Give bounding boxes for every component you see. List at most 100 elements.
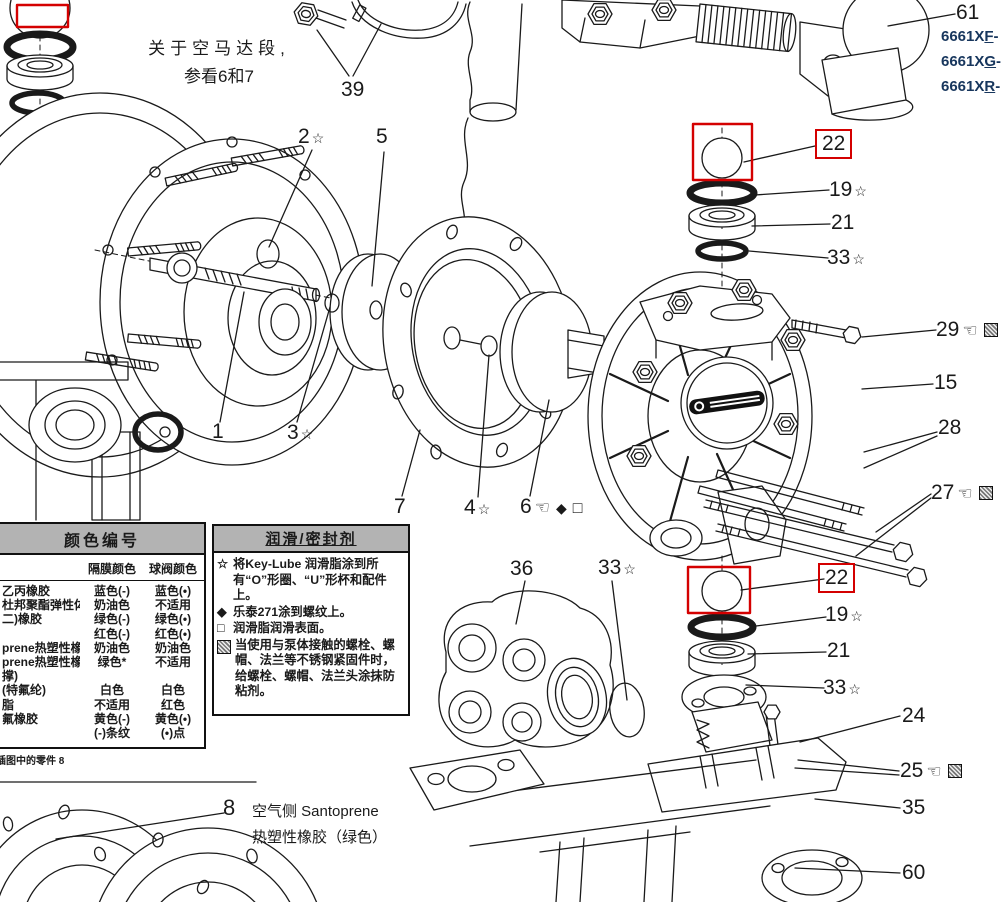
o-ring-33-mid bbox=[609, 682, 645, 738]
table-row: (-)条纹(•)点 bbox=[94, 726, 186, 741]
muffler-61 bbox=[821, 0, 930, 121]
diamond-icon: ◆ bbox=[555, 500, 567, 516]
part-number: 4 bbox=[464, 496, 476, 519]
part-number: 19 bbox=[825, 603, 849, 626]
part-number: 33 bbox=[598, 556, 622, 579]
part-number: 39 bbox=[341, 78, 365, 101]
part-number: 1 bbox=[212, 420, 224, 443]
callout-5: 5 bbox=[376, 126, 388, 147]
callout-27: 27☜ bbox=[931, 482, 993, 503]
table-row: 红色(-)红色(•) bbox=[94, 626, 192, 641]
callout-25: 25☜ bbox=[900, 760, 962, 781]
part-number: 22 bbox=[822, 132, 846, 155]
air-valve-assembly bbox=[561, 0, 861, 97]
table-row: 乙丙橡胶蓝色(-)蓝色(•) bbox=[2, 584, 192, 598]
star-icon: ☆ bbox=[623, 561, 636, 577]
part-number: 21 bbox=[831, 211, 855, 234]
top-clamp-parts bbox=[291, 0, 523, 235]
callout-4: 4☆ bbox=[464, 497, 490, 518]
part-number: 22 bbox=[825, 566, 849, 589]
legend-item: □润滑脂润滑表面。 bbox=[217, 621, 332, 635]
column-header: 球阀颜色 bbox=[148, 562, 197, 576]
table-body: 乙丙橡胶蓝色(-)蓝色(•) 杜邦聚酯弹性体奶油色不适用 二)橡胶绿色(-)绿色… bbox=[0, 581, 204, 740]
lower-bracket-base bbox=[647, 674, 847, 813]
part-number: 2 bbox=[298, 125, 310, 148]
part-number: 25 bbox=[900, 759, 924, 782]
diamond-icon: ◆ bbox=[217, 604, 227, 619]
callout-36: 36 bbox=[510, 558, 533, 579]
part-number: 19 bbox=[829, 178, 853, 201]
table-row: (特氟纶)白色白色 bbox=[2, 683, 185, 698]
callout-33-mid: 33☆ bbox=[598, 557, 636, 578]
part-number: 28 bbox=[938, 416, 962, 439]
part-number: 6 bbox=[520, 495, 532, 518]
diaphragms-8 bbox=[0, 781, 318, 902]
bolts-27 bbox=[703, 499, 928, 588]
part-number: 15 bbox=[934, 371, 958, 394]
callout-60: 60 bbox=[902, 862, 925, 883]
studs-28 bbox=[697, 469, 865, 532]
legend-item: ☆将Key-Lube 润滑脂涂到所有“O”形圈、“U”形杯和配件上。 bbox=[217, 557, 387, 602]
note-line: 空气侧 Santoprene bbox=[252, 803, 379, 820]
callout-35: 35 bbox=[902, 797, 925, 818]
part-number: 33 bbox=[827, 246, 851, 269]
column-header: 隔膜颜色 bbox=[87, 562, 136, 576]
callout-29: 29☜ bbox=[936, 319, 998, 340]
callout-61: 61 bbox=[956, 2, 979, 23]
callout-22-top-highlighted: 22 bbox=[815, 129, 853, 159]
bolt-29 bbox=[791, 319, 862, 345]
part-number: 5 bbox=[376, 125, 388, 148]
note-line: 关于空马达段, bbox=[148, 39, 290, 58]
shaded-square-icon bbox=[217, 639, 231, 654]
center-body-15 bbox=[587, 271, 813, 565]
part-number: 61 bbox=[956, 1, 980, 24]
air-motor-note: 关于空马达段, 参看6和7 bbox=[126, 35, 312, 91]
bottom-manifold-60 bbox=[409, 749, 863, 902]
callout-19-bot: 19☆ bbox=[825, 604, 863, 625]
table-row: 脂不适用红色 bbox=[2, 697, 185, 712]
callout-21-bot: 21 bbox=[827, 640, 850, 661]
star-icon: ☆ bbox=[300, 426, 314, 442]
table-row: 氟橡胶黄色(-)黄色(•) bbox=[2, 711, 192, 726]
part-number: 33 bbox=[823, 676, 847, 699]
model-number: 6661XF- bbox=[941, 28, 999, 45]
callout-3: 3☆ bbox=[287, 422, 313, 443]
callout-21-top: 21 bbox=[831, 212, 854, 233]
note-line: 参看6和7 bbox=[184, 67, 254, 86]
legend-items: ☆将Key-Lube 润滑脂涂到所有“O”形圈、“U”形杯和配件上。 ◆乐泰27… bbox=[214, 553, 408, 700]
part-number: 8 bbox=[223, 795, 236, 820]
callout-28: 28 bbox=[938, 417, 961, 438]
callout-1: 1 bbox=[212, 421, 224, 442]
pointing-hand-icon: ☜ bbox=[926, 762, 942, 781]
star-icon: ☆ bbox=[477, 501, 491, 517]
part-number: 35 bbox=[902, 796, 926, 819]
callout-7: 7 bbox=[394, 496, 406, 517]
part-number: 24 bbox=[902, 704, 926, 727]
table-row: 杜邦聚酯弹性体奶油色不适用 bbox=[2, 598, 191, 613]
callout-33-top: 33☆ bbox=[827, 247, 865, 268]
part-number: 7 bbox=[394, 495, 406, 518]
note-text: 空气侧 Santoprene 热塑性橡胶（绿色） bbox=[252, 799, 432, 851]
part-number: 21 bbox=[827, 639, 851, 662]
shaded-square-icon bbox=[983, 323, 998, 337]
table-row: 撑) bbox=[2, 669, 18, 684]
part-number: 60 bbox=[902, 861, 926, 884]
pointing-hand-icon: ☜ bbox=[534, 498, 550, 517]
table-footnote: 插图中的零件 8 bbox=[0, 756, 65, 767]
air-motor-assembly bbox=[0, 92, 365, 521]
part-number: 29 bbox=[936, 318, 960, 341]
callout-19-top: 19☆ bbox=[829, 179, 867, 200]
part-number: 27 bbox=[931, 481, 955, 504]
star-icon: ☆ bbox=[311, 130, 325, 146]
table-row: prene热塑性橡胶奶油色奶油色 bbox=[2, 640, 191, 655]
callout-6: 6☜◆□ bbox=[520, 496, 582, 517]
model-number-list: 6661XF- 6661XG- 6661XR- bbox=[941, 24, 1001, 99]
lubricant-legend-box: 润滑/密封剂 ☆将Key-Lube 润滑脂涂到所有“O”形圈、“U”形杯和配件上… bbox=[212, 524, 410, 716]
callout-33-bot: 33☆ bbox=[823, 677, 861, 698]
table-row: prene热塑性橡胶绿色*不适用 bbox=[2, 655, 191, 670]
shaded-square-icon bbox=[978, 486, 993, 500]
star-icon: ☆ bbox=[854, 183, 867, 199]
legend-item: 当使用与泵体接触的螺栓、螺帽、法兰等不锈钢紧固件时，给螺栓、螺帽、法兰头涂抹防粘… bbox=[217, 638, 405, 700]
